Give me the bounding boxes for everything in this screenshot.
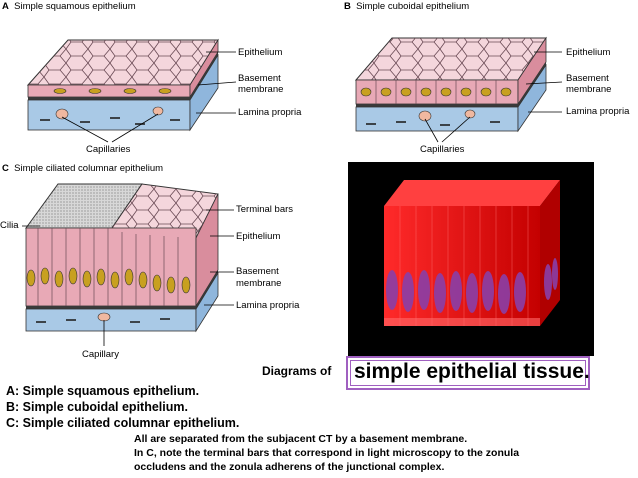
label-membrane-b: membrane [566,84,612,95]
list-item: A: Simple squamous epithelium. [6,384,200,398]
cuboidal-block [354,36,547,133]
panel-c-leaders [22,209,234,346]
notes: All are separated from the subjacent CT … [134,432,519,474]
note-line: In C, note the terminal bars that corres… [134,447,520,459]
render-3d-tissue [348,162,594,356]
note-line: occludens and the zonula adherens of the… [134,461,445,473]
label-cilia: Cilia [0,220,19,231]
label-epithelium-c: Epithelium [236,231,281,242]
label-capillary-c: Capillary [82,349,119,360]
label-lamina-propria-c: Lamina propria [236,300,300,311]
type-list: A: Simple squamous epithelium. B: Simple… [6,383,239,431]
label-epithelium-b: Epithelium [566,47,611,58]
label-membrane-c: membrane [236,278,282,289]
columnar-block [25,183,219,333]
panel-a-leaders [61,51,237,143]
label-basement-c: Basement [236,266,279,277]
note-line: All are separated from the subjacent CT … [134,433,468,445]
caption-highlight-box: simple epithelial tissue. [346,356,590,390]
label-lamina-propria-a: Lamina propria [238,107,302,118]
panel-a-title: A Simple squamous epithelium [2,1,136,12]
label-capillaries-a: Capillaries [86,144,131,155]
label-capillaries-b: Capillaries [420,144,465,155]
label-lamina-propria-b: Lamina propria [566,106,630,117]
label-basement-b: Basement [566,73,609,84]
label-terminal-bars: Terminal bars [236,204,294,215]
label-epithelium-a: Epithelium [238,47,283,58]
panel-c-title: C Simple ciliated columnar epithelium [2,163,164,174]
panel-b-leaders [424,51,563,143]
squamous-block [26,38,219,132]
label-basement-a: Basement [238,73,281,84]
caption-highlight: simple epithelial tissue. [354,360,590,383]
list-item: B: Simple cuboidal epithelium. [6,400,188,414]
label-membrane-a: membrane [238,84,284,95]
panel-b-title: B Simple cuboidal epithelium [344,1,470,12]
list-item: C: Simple ciliated columnar epithelium. [6,416,240,430]
caption-prefix: Diagrams of [262,364,332,378]
